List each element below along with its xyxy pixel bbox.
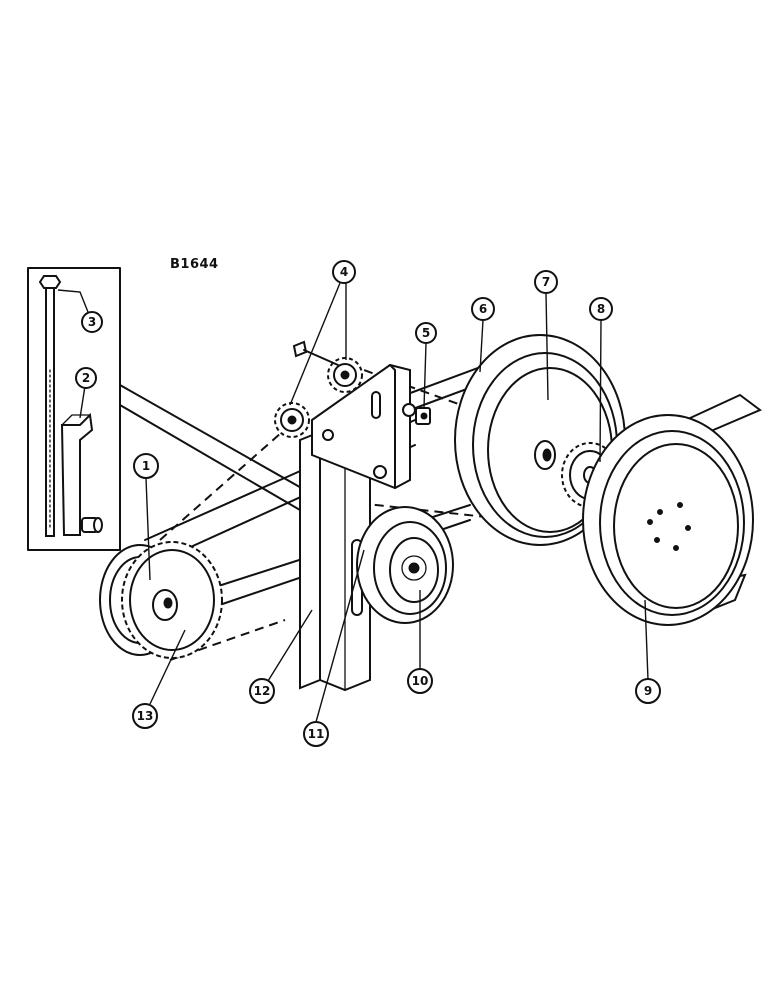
figure-code: B1644 <box>170 257 219 272</box>
inset-box <box>27 267 121 551</box>
svg-text:8: 8 <box>597 302 605 316</box>
callout-8: 8 <box>589 297 613 321</box>
idler-sprocket-lower <box>274 402 310 438</box>
callout-4: 4 <box>332 260 356 284</box>
leader-lines <box>57 282 649 723</box>
callout-6: 6 <box>471 297 495 321</box>
svg-text:2: 2 <box>82 371 90 385</box>
callout-11: 11 <box>303 721 329 747</box>
svg-text:13: 13 <box>137 709 154 723</box>
callout-9: 9 <box>635 678 661 704</box>
svg-text:6: 6 <box>479 302 487 316</box>
mounting-plate <box>311 363 416 490</box>
callout-10: 10 <box>407 668 433 694</box>
svg-text:5: 5 <box>422 326 430 340</box>
svg-text:1: 1 <box>142 459 150 473</box>
drive-sprocket <box>121 541 223 659</box>
svg-text:3: 3 <box>88 315 96 329</box>
tensioner-nut <box>415 407 431 425</box>
idler-sprockets <box>274 340 363 438</box>
svg-text:11: 11 <box>308 727 325 741</box>
callout-3: 3 <box>81 311 103 333</box>
bolt-part <box>38 275 62 537</box>
svg-text:10: 10 <box>412 674 429 688</box>
callout-1: 1 <box>133 453 159 479</box>
idler-sprocket-upper <box>327 357 363 393</box>
callout-5: 5 <box>415 322 437 344</box>
bracket-part <box>60 412 103 536</box>
callout-12: 12 <box>249 678 275 704</box>
svg-text:7: 7 <box>542 275 550 289</box>
svg-text:4: 4 <box>340 265 348 279</box>
callout-2: 2 <box>75 367 97 389</box>
drive-pulley <box>582 414 754 626</box>
svg-text:12: 12 <box>254 684 271 698</box>
idler-bolt <box>292 340 339 366</box>
callouts: 1 2 3 4 5 6 7 8 9 10 11 <box>75 260 661 747</box>
callout-7: 7 <box>534 270 558 294</box>
idler-pulley <box>356 506 454 624</box>
svg-text:9: 9 <box>644 684 652 698</box>
callout-13: 13 <box>132 703 158 729</box>
